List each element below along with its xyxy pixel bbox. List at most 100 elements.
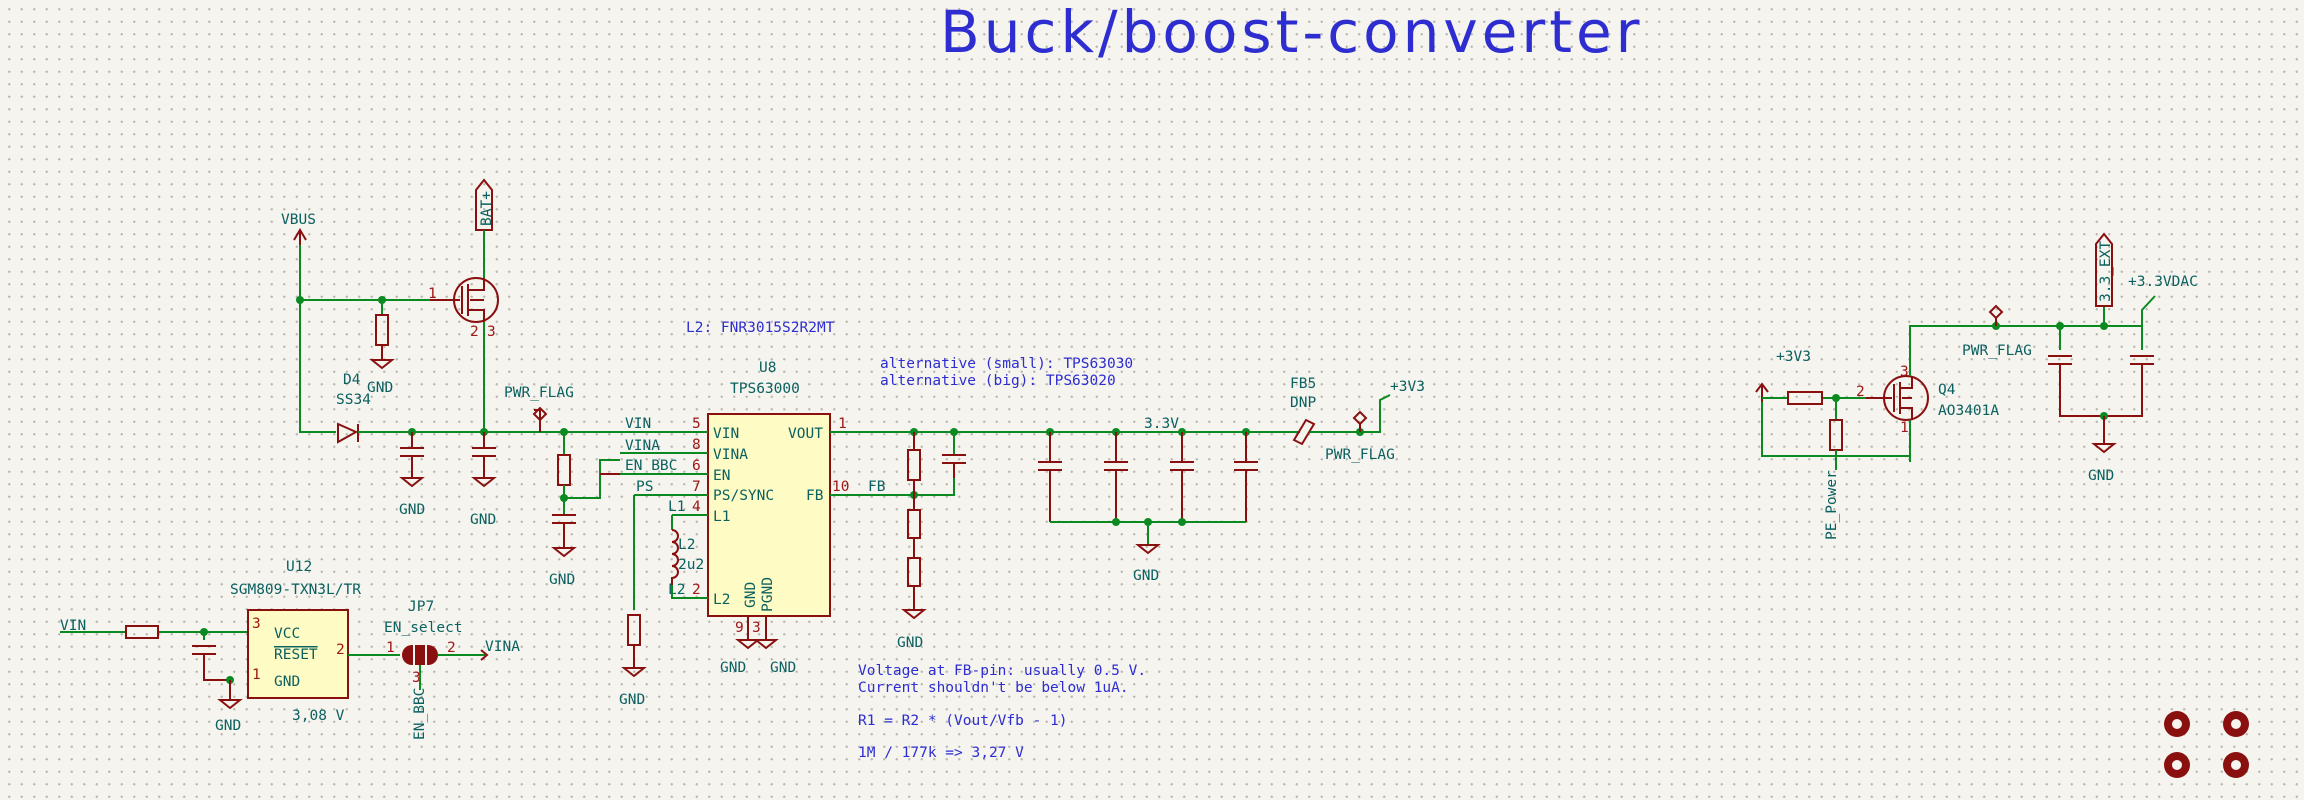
junction-dot [1112,518,1120,526]
vbus-label: VBUS [281,212,316,228]
design-notes: Voltage at FB-pin: usually 0.5 V. Curren… [858,663,1146,761]
fb5-value: DNP [1290,395,1316,411]
capacitor [942,454,966,478]
net-l1: L1 [668,499,685,515]
pin-label-en: EN [713,468,730,484]
ferrite-bead-icon [1292,418,1316,446]
u12-value: SGM809-TXN3L/TR [230,582,361,598]
pin-label-l1: L1 [713,509,730,525]
net-vina: VINA [625,438,660,454]
net-3v3: 3.3V [1144,416,1179,432]
pin-label-gnd: GND [274,674,300,690]
q4-ref: Q4 [1938,382,1956,398]
net-vin: VIN [60,618,86,634]
gnd-symbol-icon [369,345,395,370]
jumper-gap [413,645,427,665]
pin-label-vina: VINA [713,447,748,463]
sheet-title: Buck/boost-converter [940,0,1644,66]
capacitor [2048,355,2154,417]
gnd-label: GND [215,718,241,734]
pwr-flag-label: PWR_FLAG [504,385,574,401]
l2-part-note: L2: FNR3015S2R2MT [686,320,835,336]
pin-number: 1 [838,416,847,432]
note-line-4: 1M / 177k => 3,27 V [858,745,1024,761]
capacitor [192,645,232,681]
wire [1909,325,2060,462]
pwr-flag-symbol [532,406,548,432]
pin-label-pssync: PS/SYNC [713,488,774,504]
pwr-flag-label: PWR_FLAG [1325,447,1395,463]
pin-number: 5 [692,416,701,432]
net-pe-power: PE_Power [1824,470,1840,540]
pin-label-vcc: VCC [274,626,300,642]
bat-plus-label: BAT+ [479,191,495,226]
mosfet-q4-symbol [1866,376,1913,420]
pin-number: 3 [412,670,421,686]
pin-number: 1 [1900,420,1909,436]
u8-converter: L2: FNR3015S2R2MT U8 TPS63000 alternativ… [600,320,1425,708]
capacitor [471,432,497,488]
diode-d4-icon [337,422,359,444]
resistor [1787,391,1823,405]
wire [830,432,955,496]
net-en-bbc: EN_BBC [412,688,428,740]
note-line-2: Current shouldn't be below 1uA. [858,680,1129,696]
ext-label: 3.3_EXT [2098,241,2114,302]
note-line-3: R1 = R2 * (Vout/Vfb - 1) [858,713,1068,729]
pin-number: 7 [692,479,701,495]
pin-number: 3 [487,324,496,340]
mounting-holes [2164,711,2249,778]
plus-3v3-label: +3V3 [1776,349,1811,365]
ext-port [2095,232,2113,307]
note-line-1: Voltage at FB-pin: usually 0.5 V. [858,663,1146,679]
plus-3v3-label: +3V3 [1390,379,1425,395]
u12-threshold: 3,08 V [292,708,345,724]
u8-body [707,413,831,617]
pin-number: 2 [470,324,479,340]
q4-switch-section: +3V3 PE_Power 2 3 1 Q4 AO3401A PWR_FLAG … [1755,232,2198,540]
alt-small-note: alternative (small): TPS63030 [880,356,1133,372]
gnd-label: GND [470,512,496,528]
gnd-label: GND [720,660,746,676]
pin-label-pgnd: PGND [760,577,776,612]
pin-number: 3 [252,616,261,632]
hole-center [2231,719,2241,729]
gnd-label: GND [770,660,796,676]
gnd-label: GND [1133,568,1159,584]
capacitor [399,432,425,488]
wire [299,245,336,433]
pin-number: 2 [447,640,456,656]
pin-number: 1 [428,286,437,302]
junction-dot [1178,518,1186,526]
d4-value: SS34 [336,392,371,408]
net-fb: FB [868,479,886,495]
wire [2059,295,2156,350]
gnd-label: GND [367,380,393,396]
pin-number: 3 [752,620,761,636]
junction-dot [1144,518,1152,526]
pin-label-vout: VOUT [788,426,823,442]
wire [620,431,708,610]
u8-ref: U8 [759,360,776,376]
resistor [1829,419,1843,451]
q4-value: AO3401A [1938,403,1999,419]
gnd-symbol-icon [2091,416,2117,454]
pin-label-fb: FB [806,488,824,504]
pwr-flag-label: PWR_FLAG [1962,343,2032,359]
mosfet-q1-symbol [430,278,485,322]
pin-number: 6 [692,458,701,474]
l2-value: 2u2 [678,557,704,573]
vbus-input-section: VBUS GND 1 2 3 BAT+ D4 SS34 GND GND [281,178,620,588]
pwr-flag-symbol [1352,410,1368,432]
net-vin: VIN [625,416,651,432]
u12-supervisor: VIN GND U12 SGM809-TXN3L/TR 3 2 1 VCC RE… [60,559,520,740]
d4-ref: D4 [343,372,361,388]
junction-dot [296,296,304,304]
gnd-label: GND [549,572,575,588]
plus-3v3-vdac-label: +3.3VDAC [2128,274,2198,290]
l2-ref: L2 [678,537,695,553]
gnd-label: GND [619,692,645,708]
pin-label-l2: L2 [713,592,730,608]
supply-arrow-icon [1755,382,1769,402]
